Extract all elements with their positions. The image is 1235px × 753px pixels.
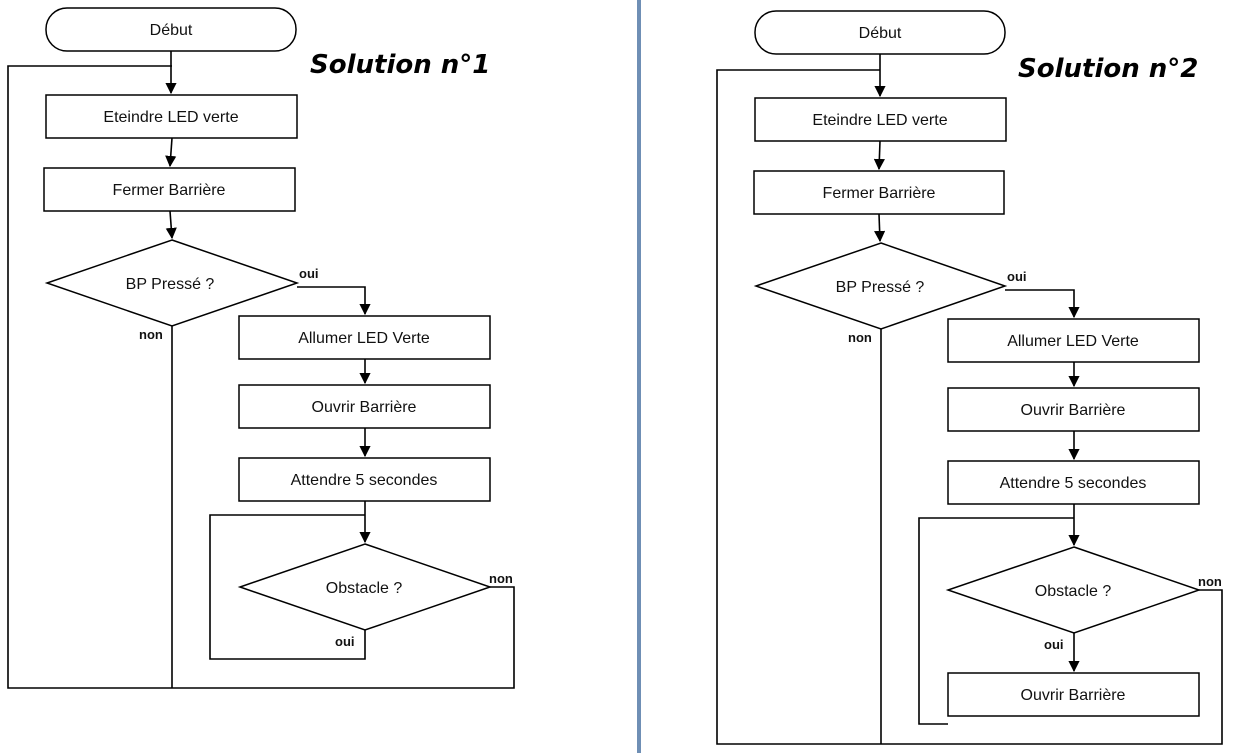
label-obstacle-no: non [1198, 574, 1222, 589]
flowchart-solution-2: Solution n°2 Début Eteindre LED verte Fe… [716, 10, 1223, 745]
edge-obstacle-no-loop [716, 69, 1223, 745]
process-led-on-label: Allumer LED Verte [1007, 333, 1139, 350]
edge-close-barrier-to-bp [165, 210, 177, 240]
start-label: Début [150, 22, 193, 39]
process-open-barrier-label: Ouvrir Barrière [312, 399, 417, 416]
edge-bp-yes [297, 286, 371, 316]
edge-led-off-to-close-barrier [873, 140, 885, 171]
process-wait [238, 457, 491, 502]
process-led-off-label: Eteindre LED verte [103, 109, 238, 126]
process-open-barrier-2-label: Ouvrir Barrière [1021, 687, 1126, 704]
edge-close-barrier-to-bp [874, 213, 886, 243]
label-obstacle-yes: oui [335, 634, 355, 649]
process-wait-label: Attendre 5 secondes [291, 472, 438, 489]
flowchart-solution-1: Solution n°1 Début Eteindre LED verte Fe… [7, 7, 515, 689]
decision-obstacle-label: Obstacle ? [1035, 583, 1112, 600]
process-close-barrier-label: Fermer Barrière [823, 185, 936, 202]
process-open-barrier [238, 384, 491, 429]
edge-obstacle-no-loop [7, 65, 515, 689]
label-obstacle-no: non [489, 571, 513, 586]
edge-obstacle-yes-loop [209, 514, 366, 660]
edge-open-barrier-2-loop [918, 517, 1074, 725]
process-led-off [754, 97, 1007, 142]
label-obstacle-yes: oui [1044, 637, 1064, 652]
solution-2-title: Solution n°2 [1018, 54, 1198, 84]
label-bp-yes: oui [1007, 269, 1027, 284]
process-led-on-label: Allumer LED Verte [298, 330, 430, 347]
solution-1-title: Solution n°1 [310, 50, 490, 80]
start-label: Début [859, 25, 902, 42]
label-bp-no: non [848, 330, 872, 345]
process-open-barrier-label: Ouvrir Barrière [1021, 402, 1126, 419]
decision-bp-pressed-label: BP Pressé ? [126, 276, 215, 293]
process-close-barrier [753, 170, 1005, 215]
process-led-on [947, 318, 1200, 363]
label-bp-yes: oui [299, 266, 319, 281]
process-open-barrier-2 [947, 672, 1200, 717]
decision-bp-pressed-label: BP Pressé ? [836, 279, 925, 296]
process-close-barrier-label: Fermer Barrière [113, 182, 226, 199]
process-close-barrier [43, 167, 296, 212]
edge-led-off-to-close-barrier [165, 137, 177, 168]
edge-bp-yes [1005, 289, 1080, 319]
process-led-off [45, 94, 298, 139]
process-wait [947, 460, 1200, 505]
process-wait-label: Attendre 5 secondes [1000, 475, 1147, 492]
decision-obstacle-label: Obstacle ? [326, 580, 403, 597]
process-led-on [238, 315, 491, 360]
process-led-off-label: Eteindre LED verte [812, 112, 947, 129]
label-bp-no: non [139, 327, 163, 342]
